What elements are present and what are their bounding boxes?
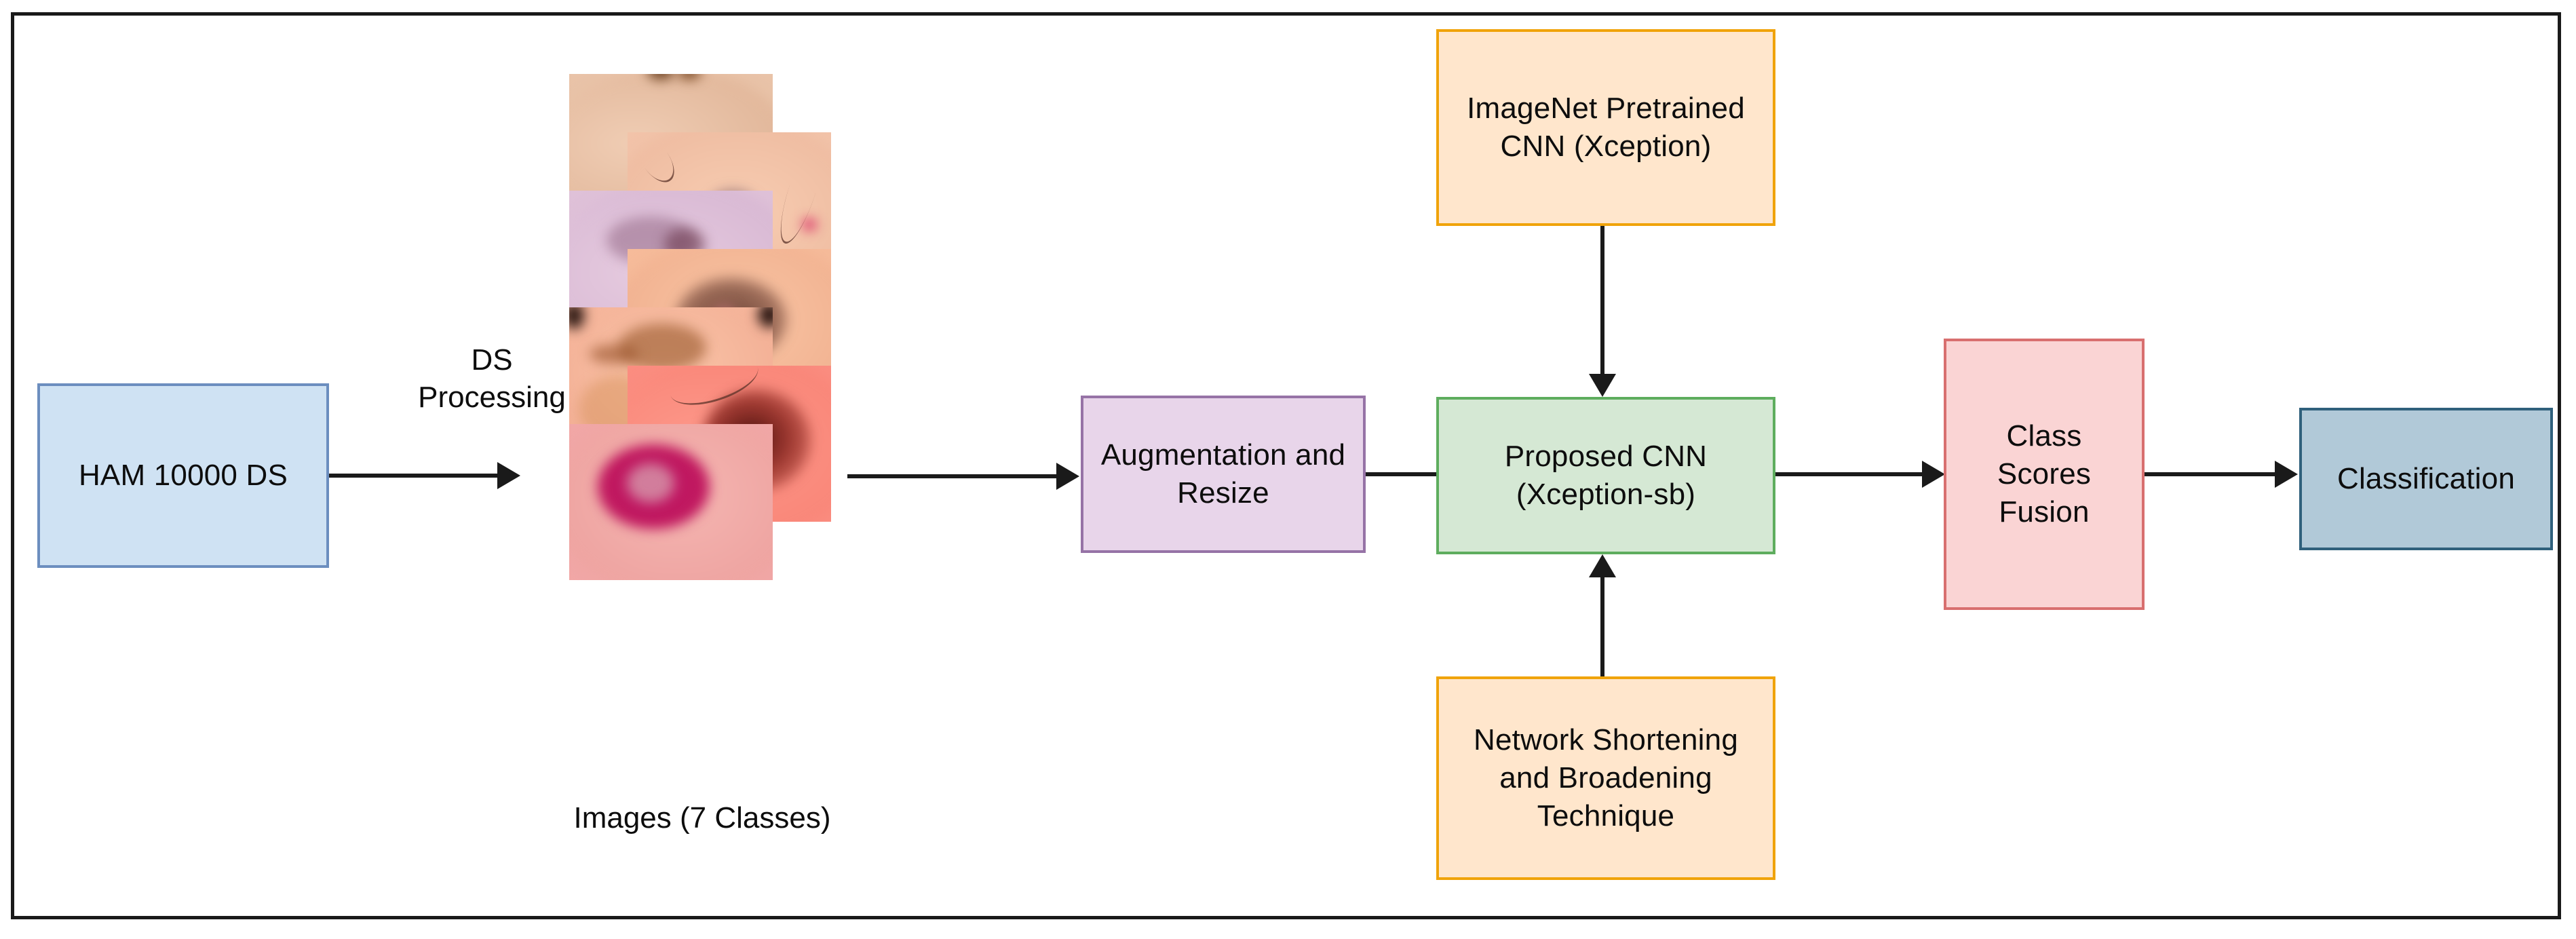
- connector-images-to-augment: [847, 474, 1058, 478]
- images-caption-label: Images (7 Classes): [573, 801, 831, 835]
- node-class-scores-fusion[interactable]: Class Scores Fusion: [1944, 339, 2145, 610]
- arrowhead-fusion-to-classification: [2275, 461, 2298, 488]
- edge-label-line-1: DS: [471, 343, 513, 377]
- node-classification[interactable]: Classification: [2299, 408, 2553, 550]
- node-technique-line-1: Network Shortening: [1473, 723, 1739, 756]
- edge-label-ds-processing: DS Processing: [397, 341, 587, 416]
- node-dataset[interactable]: HAM 10000 DS: [37, 383, 329, 568]
- node-fusion-line-1: Class: [2006, 419, 2082, 453]
- arrowhead-images-to-augment: [1056, 463, 1079, 490]
- node-fusion-line-2: Scores: [1997, 457, 2092, 491]
- connector-proposed-to-fusion: [1775, 472, 1925, 476]
- connector-dataset-to-images: [329, 474, 499, 478]
- node-proposed-line-1: Proposed CNN: [1504, 439, 1708, 473]
- edge-label-line-2: Processing: [418, 381, 566, 414]
- node-classification-label: Classification: [2337, 461, 2515, 495]
- node-imagenet-line-1: ImageNet Pretrained: [1467, 91, 1745, 125]
- arrowhead-technique-to-proposed: [1589, 554, 1616, 577]
- connector-technique-to-proposed: [1600, 575, 1604, 676]
- node-technique-line-3: Technique: [1537, 799, 1675, 833]
- node-imagenet-pretrained[interactable]: ImageNet Pretrained CNN (Xception): [1436, 29, 1775, 226]
- arrowhead-dataset-to-images: [497, 462, 520, 489]
- node-fusion-line-3: Fusion: [1999, 495, 2090, 529]
- skin-lesion-7: [569, 424, 773, 580]
- node-augmentation[interactable]: Augmentation and Resize: [1081, 396, 1366, 553]
- image-stack: [569, 74, 831, 793]
- diagram-frame: HAM 10000 DS DS Processing: [11, 12, 2561, 919]
- connector-pretrained-to-proposed: [1600, 226, 1604, 379]
- node-proposed-cnn[interactable]: Proposed CNN (Xception-sb): [1436, 397, 1775, 554]
- node-shortening-broadening[interactable]: Network Shortening and Broadening Techni…: [1436, 676, 1775, 880]
- images-caption: Images (7 Classes): [485, 801, 919, 835]
- node-dataset-label: HAM 10000 DS: [78, 458, 288, 492]
- node-augmentation-line-2: Resize: [1177, 476, 1269, 510]
- node-technique-line-2: and Broadening: [1499, 761, 1712, 794]
- node-imagenet-line-2: CNN (Xception): [1500, 130, 1712, 163]
- node-augmentation-line-1: Augmentation and: [1100, 438, 1346, 472]
- node-proposed-line-2: (Xception-sb): [1516, 478, 1696, 511]
- connector-fusion-to-classification: [2145, 472, 2277, 476]
- arrowhead-proposed-to-fusion: [1922, 461, 1945, 488]
- arrowhead-pretrained-to-proposed: [1589, 374, 1616, 397]
